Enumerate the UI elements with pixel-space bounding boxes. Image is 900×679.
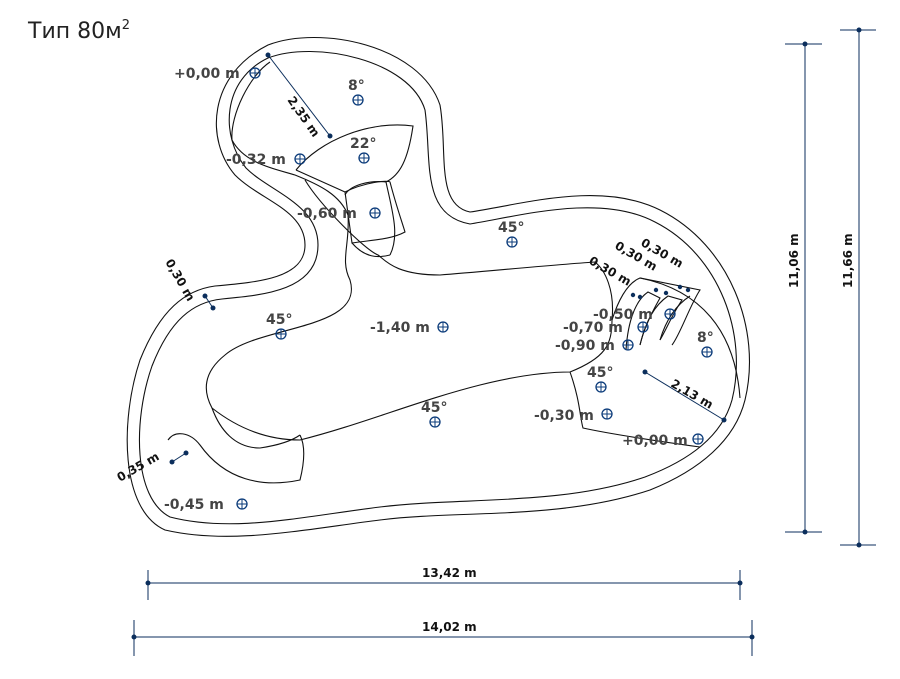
svg-text:-0,50 m: -0,50 m bbox=[593, 307, 653, 323]
svg-text:0,30 m: 0,30 m bbox=[162, 257, 197, 304]
drain-icon bbox=[622, 339, 634, 351]
svg-text:-0,90 m: -0,90 m bbox=[555, 338, 615, 354]
svg-text:2,13 m: 2,13 m bbox=[669, 376, 716, 411]
svg-text:13,42 m: 13,42 m bbox=[422, 566, 477, 580]
top-channel-left bbox=[295, 169, 346, 193]
drain-icon bbox=[369, 207, 381, 219]
svg-text:-0,30 m: -0,30 m bbox=[534, 408, 594, 424]
dim-outer-height: 11,66 m bbox=[840, 27, 876, 548]
depth-mark-top-shelf: -0,32 m bbox=[226, 152, 306, 168]
drain-icon bbox=[429, 416, 441, 428]
right-step-zone bbox=[569, 371, 701, 448]
drain-icon bbox=[595, 381, 607, 393]
depth-mark-steps-3: -0,90 m bbox=[555, 338, 634, 354]
depth-mark-center: -1,40 m bbox=[370, 320, 449, 336]
slope-mark-bottom-45: 45° bbox=[421, 400, 447, 428]
top-channel-right bbox=[385, 181, 396, 256]
pool-basin-outline bbox=[205, 61, 614, 441]
drain-icon bbox=[236, 498, 248, 510]
svg-text:14,02 m: 14,02 m bbox=[422, 620, 477, 634]
svg-text:-0,70 m: -0,70 m bbox=[563, 320, 623, 336]
drain-icon bbox=[601, 408, 613, 420]
svg-text:-0,32 m: -0,32 m bbox=[226, 152, 286, 168]
pool-inner-outline bbox=[138, 51, 737, 525]
top-shelf-edge bbox=[295, 124, 414, 196]
plan-title: Тип 80м2 bbox=[27, 18, 130, 44]
svg-text:8°: 8° bbox=[697, 330, 714, 346]
svg-text:-1,40 m: -1,40 m bbox=[370, 320, 430, 336]
slope-mark-left-45: 45° bbox=[266, 312, 292, 340]
depth-mark-steps-1: -0,50 m bbox=[593, 307, 676, 323]
depth-mark-left-bottom: -0,45 m bbox=[164, 497, 248, 513]
depth-mark-steps-2: -0,70 m bbox=[563, 320, 649, 336]
depth-mark-right-bottom: -0,30 m bbox=[534, 408, 613, 424]
dim-outer-width: 14,02 m bbox=[131, 620, 755, 656]
depth-mark-top-deep: -0,60 m bbox=[297, 206, 381, 222]
slope-mark-top-22: 22° bbox=[350, 136, 376, 164]
depth-mark-right-surface: +0,00 m bbox=[622, 433, 704, 449]
drain-icon bbox=[637, 321, 649, 333]
svg-text:+0,00 m: +0,00 m bbox=[174, 66, 240, 82]
depth-mark-top-left-surface: +0,00 m bbox=[174, 66, 261, 82]
top-deep-bowl bbox=[344, 180, 406, 244]
drain-icon bbox=[294, 153, 306, 165]
dim-top-radius: 2,35 m bbox=[265, 52, 333, 140]
svg-text:11,66 m: 11,66 m bbox=[841, 233, 855, 288]
slope-mark-right-top-45: 45° bbox=[498, 220, 524, 248]
svg-text:45°: 45° bbox=[266, 312, 292, 328]
left-bottom-channel bbox=[167, 433, 305, 484]
svg-text:-0,60 m: -0,60 m bbox=[297, 206, 357, 222]
dim-inner-width: 13,42 m bbox=[145, 566, 743, 600]
slope-mark-top-8: 8° bbox=[348, 78, 365, 106]
right-inner-arc bbox=[639, 277, 741, 399]
drain-icon bbox=[275, 328, 287, 340]
slope-mark-right-8: 8° bbox=[697, 330, 714, 358]
drain-icon bbox=[701, 346, 713, 358]
dim-inner-height: 11,06 m bbox=[785, 41, 822, 535]
slope-mark-right-45: 45° bbox=[587, 365, 613, 393]
svg-text:0,35 m: 0,35 m bbox=[115, 449, 162, 484]
pool-outer-outline bbox=[126, 36, 751, 537]
svg-text:0,30 m: 0,30 m bbox=[587, 253, 634, 288]
svg-text:-0,45 m: -0,45 m bbox=[164, 497, 224, 513]
svg-text:22°: 22° bbox=[350, 136, 376, 152]
top-bowl-lower bbox=[351, 242, 391, 258]
drain-icon bbox=[692, 433, 704, 445]
dim-bottom-ledge: 0,35 m bbox=[115, 449, 189, 485]
drain-icon bbox=[437, 321, 449, 333]
drain-icon bbox=[506, 236, 518, 248]
left-bottom-divider bbox=[211, 407, 301, 449]
dim-right-radius: 2,13 m bbox=[642, 369, 727, 423]
drain-icon bbox=[358, 152, 370, 164]
svg-text:45°: 45° bbox=[498, 220, 524, 236]
drain-icon bbox=[249, 67, 261, 79]
drain-icon bbox=[352, 94, 364, 106]
svg-text:+0,00 m: +0,00 m bbox=[622, 433, 688, 449]
svg-text:45°: 45° bbox=[421, 400, 447, 416]
drain-icon bbox=[664, 308, 676, 320]
svg-text:45°: 45° bbox=[587, 365, 613, 381]
svg-text:8°: 8° bbox=[348, 78, 365, 94]
svg-text:11,06 m: 11,06 m bbox=[787, 233, 801, 288]
right-step-lines bbox=[611, 277, 701, 346]
svg-text:2,35 m: 2,35 m bbox=[285, 94, 323, 140]
